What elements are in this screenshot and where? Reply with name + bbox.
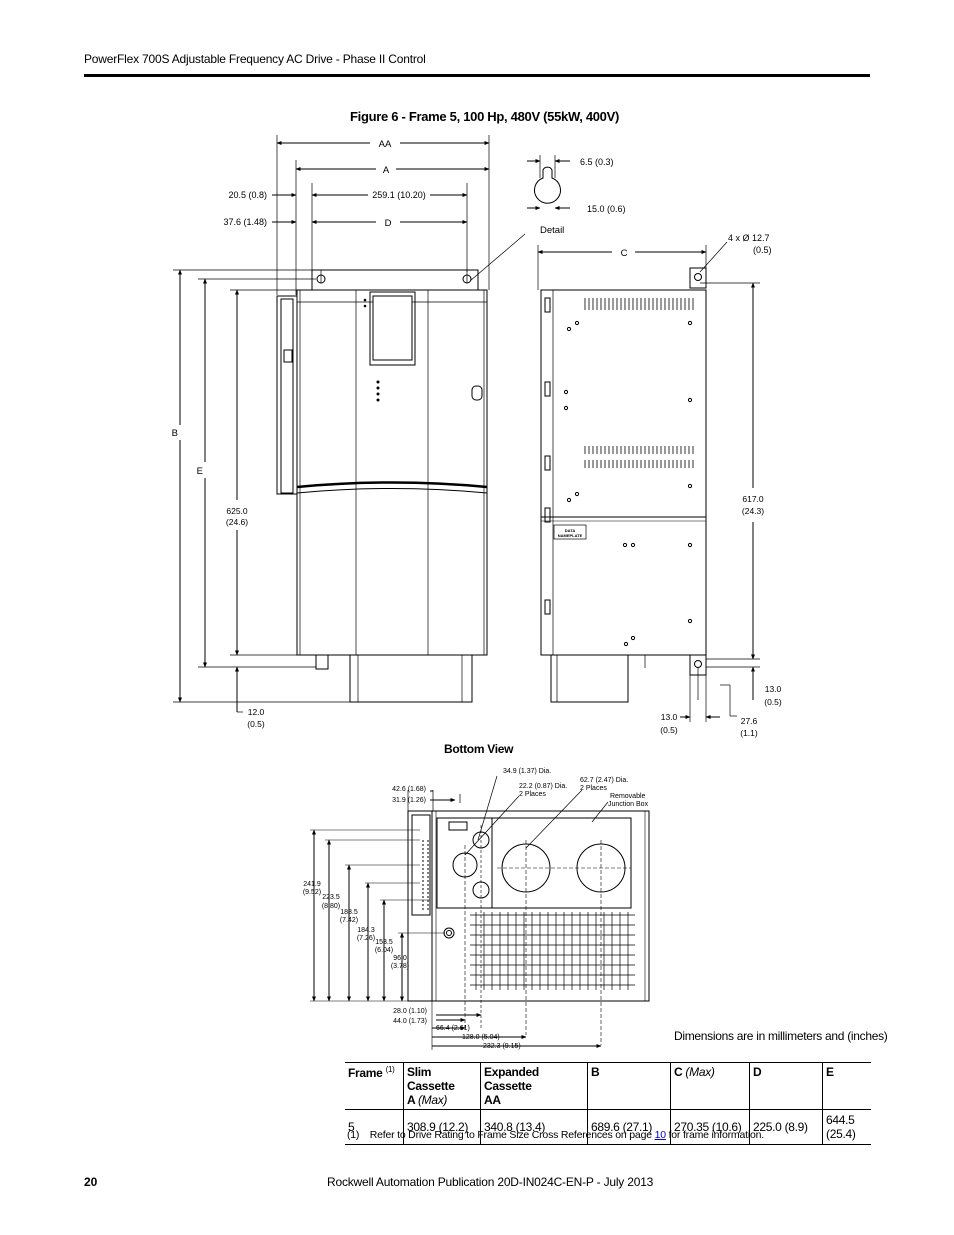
label-c: C	[621, 248, 628, 259]
publication-footer: Rockwell Automation Publication 20D-IN02…	[327, 1175, 654, 1189]
label-e: E	[197, 466, 203, 477]
dim-13-right-in: (0.5)	[764, 697, 782, 707]
dim-13-right: 13.0	[765, 684, 782, 694]
col-c: C (Max)	[670, 1062, 750, 1110]
dim-259-1: 259.1 (10.20)	[372, 190, 426, 200]
footnote-number: (1)	[347, 1129, 360, 1141]
side-view	[537, 241, 760, 722]
dim-241-9: 241.9	[303, 881, 321, 888]
page-number: 20	[84, 1175, 98, 1189]
cell-expanded: 340.8 (13.4)	[480, 1109, 588, 1145]
dim-44-0: 44.0 (1.73)	[393, 1018, 427, 1025]
dim-66-4: 66.4 (2.61)	[436, 1025, 470, 1032]
units-note: Dimensions are in millimeters and (inche…	[674, 1029, 888, 1043]
dim-13-bottom: 13.0	[661, 712, 678, 722]
footnote-text-after: for frame information.	[668, 1129, 765, 1141]
removable-1: Removable	[610, 793, 646, 800]
table-footnote: (1) Refer to Drive Rating to Frame Size …	[347, 1129, 764, 1141]
col-e: E	[822, 1062, 871, 1110]
dim-13-bottom-in: (0.5)	[660, 725, 678, 735]
dim-37-6: 37.6 (1.48)	[223, 217, 267, 227]
cell-c: 270.35 (10.6)	[670, 1109, 750, 1145]
dim-62-7-note: 2 Places	[580, 785, 607, 792]
nameplate-1: DATA	[565, 528, 576, 533]
cell-d: 225.0 (8.9)	[749, 1109, 823, 1145]
dim-34-9: 34.9 (1.37) Dia.	[503, 768, 551, 775]
header-rule	[84, 74, 870, 77]
page-header-title: PowerFlex 700S Adjustable Frequency AC D…	[84, 52, 426, 66]
detail-keyhole	[527, 155, 570, 210]
bottom-view	[310, 775, 650, 1050]
dim-96-0: 96.0	[393, 955, 407, 962]
dim-184-3: 184.3	[357, 927, 375, 934]
detail-labels: 6.5 (0.3) 15.0 (0.6) Detail	[540, 157, 626, 236]
col-b: B	[587, 1062, 671, 1110]
nameplate-2: NAMEPLATE	[558, 533, 583, 538]
dim-223-5-in: (8.80)	[322, 903, 340, 910]
dim-22-2: 22.2 (0.87) Dia.	[519, 783, 567, 790]
dim-128-0: 128.0 (5.04)	[462, 1034, 500, 1041]
col-d: D	[749, 1062, 823, 1110]
footnote-text: Refer to Drive Rating to Frame Size Cros…	[369, 1129, 652, 1141]
dim-188-5: 188.5	[340, 909, 358, 916]
dim-31-9: 31.9 (1.26)	[392, 797, 426, 804]
side-view-labels: C 4 x Ø 12.7 (0.5) 617.0 (24.3) 13.0 (0.…	[558, 233, 782, 738]
dim-6-5: 6.5 (0.3)	[580, 157, 614, 167]
front-view	[173, 135, 526, 713]
cell-frame: 5	[345, 1109, 404, 1145]
dim-241-9-in: (9.52)	[303, 889, 321, 896]
dim-153-5: 153.5	[375, 939, 393, 946]
front-view-labels: AA A 20.5 (0.8) 259.1 (10.20) 37.6 (1.48…	[172, 139, 426, 729]
table-row: 5 308.9 (12.2) 340.8 (13.4) 689.6 (27.1)…	[345, 1109, 871, 1145]
dim-27-6-in: (1.1)	[740, 728, 758, 738]
dim-188-5-in: (7.42)	[340, 917, 358, 924]
dim-617-in: (24.3)	[742, 506, 764, 516]
dim-153-5-in: (6.04)	[375, 947, 393, 954]
figure-title: Figure 6 - Frame 5, 100 Hp, 480V (55kW, …	[350, 109, 620, 124]
dim-96-0-in: (3.78)	[391, 963, 409, 970]
dim-232-3: 232.3 (9.15)	[483, 1043, 521, 1050]
bottom-view-labels: 34.9 (1.37) Dia. 22.2 (0.87) Dia. 2 Plac…	[303, 768, 649, 1050]
dim-22-2-note: 2 Places	[519, 791, 546, 798]
removable-2: Junction Box	[608, 801, 649, 808]
dim-12-in: (0.5)	[247, 719, 265, 729]
label-a: A	[383, 165, 390, 176]
footnote-page-link[interactable]: 10	[654, 1129, 666, 1141]
label-b: B	[172, 428, 178, 439]
dim-20-5: 20.5 (0.8)	[228, 190, 267, 200]
detail-label: Detail	[540, 225, 564, 236]
label-d: D	[385, 218, 392, 229]
label-aa: AA	[379, 139, 392, 150]
col-frame: Frame (1)	[345, 1062, 404, 1110]
hole-note-1: 4 x Ø 12.7	[728, 233, 770, 243]
cell-slim: 308.9 (12.2)	[403, 1109, 481, 1145]
dim-617: 617.0	[742, 494, 764, 504]
dim-625-in: (24.6)	[226, 517, 248, 527]
cell-b: 689.6 (27.1)	[587, 1109, 671, 1145]
hole-note-2: (0.5)	[753, 245, 772, 255]
dim-42-6: 42.6 (1.68)	[392, 786, 426, 793]
cell-e: 644.5 (25.4)	[822, 1109, 871, 1145]
dim-15-0: 15.0 (0.6)	[587, 204, 626, 214]
dim-27-6: 27.6	[741, 716, 758, 726]
dim-625: 625.0	[226, 506, 248, 516]
dim-184-3-in: (7.26)	[357, 935, 375, 942]
dim-12: 12.0	[248, 707, 265, 717]
dim-62-7: 62.7 (2.47) Dia.	[580, 777, 628, 784]
dim-28-0: 28.0 (1.10)	[393, 1008, 427, 1015]
dim-223-5: 223.5	[322, 894, 340, 901]
bottom-view-title: Bottom View	[444, 742, 514, 756]
